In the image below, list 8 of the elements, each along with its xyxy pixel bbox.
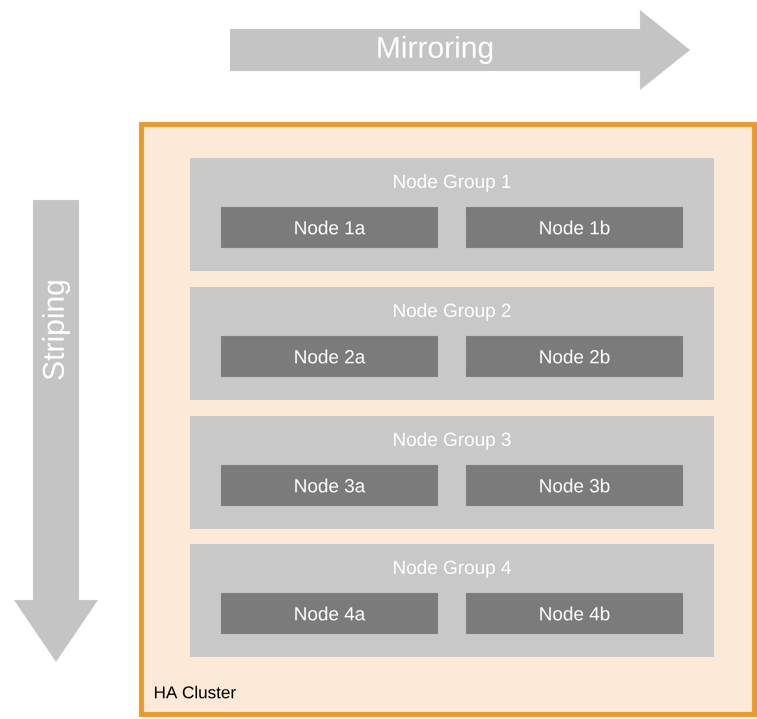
node-box: Node 3a <box>221 465 438 506</box>
node-box: Node 4b <box>466 593 683 634</box>
node-box: Node 1a <box>221 207 438 248</box>
node-box: Node 2b <box>466 336 683 377</box>
node-box: Node 4a <box>221 593 438 634</box>
node-box: Node 3b <box>466 465 683 506</box>
node-box: Node 2a <box>221 336 438 377</box>
node-box: Node 1b <box>466 207 683 248</box>
